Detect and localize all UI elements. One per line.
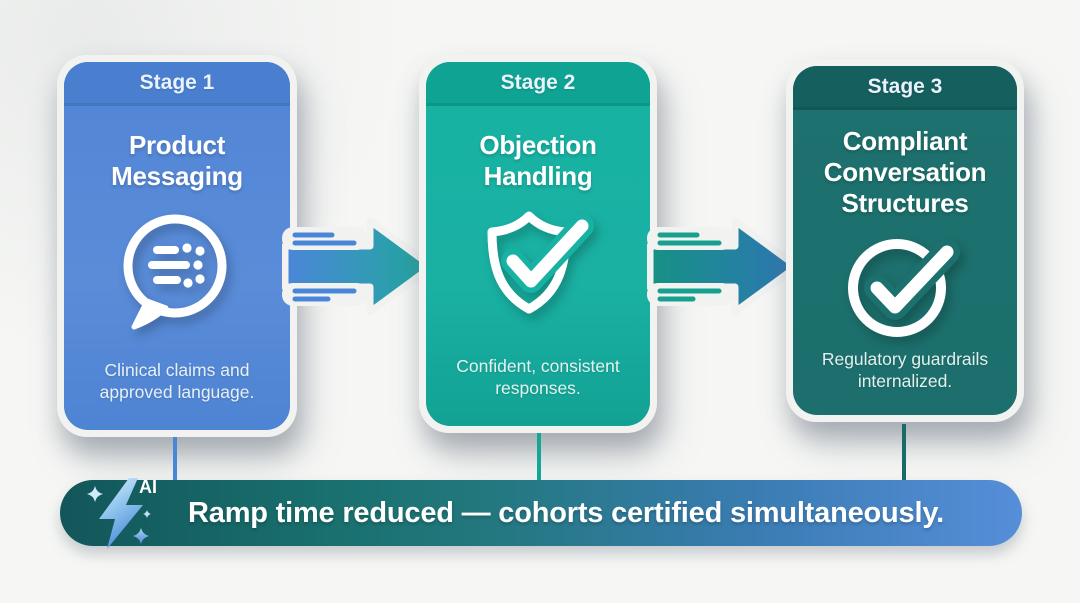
stage-2-label: Stage 2 — [426, 62, 650, 106]
stage-1-description: Clinical claims and approved language. — [99, 359, 255, 403]
stage-3-connector-line — [902, 424, 906, 481]
summary-banner-text: Ramp time reduced — cohorts certified si… — [188, 496, 944, 529]
stage-3-card: Stage 3 Compliant Conversation Structure… — [786, 59, 1024, 422]
ai-lightning-sparkles-icon: AI — [87, 477, 157, 549]
arrow-stage1-to-stage2-icon — [282, 217, 436, 316]
summary-banner: AI Ramp time reduced — cohorts certified… — [60, 477, 1022, 549]
stage-2-title: Objection Handling — [479, 130, 597, 192]
stage-3-label: Stage 3 — [793, 66, 1017, 110]
stage-1-label: Stage 1 — [64, 62, 290, 106]
stage-1-connector-line — [173, 437, 177, 481]
stage-2-connector-line — [537, 433, 541, 481]
circle-check-icon — [848, 238, 960, 337]
stage-3-description: Regulatory guardrails internalized. — [821, 348, 989, 392]
stage-1-title: Product Messaging — [111, 130, 243, 192]
shield-check-icon — [487, 211, 594, 314]
ai-icon-label: AI — [139, 477, 157, 497]
stage-3-title: Compliant Conversation Structures — [823, 126, 987, 219]
arrow-stage2-to-stage3-icon — [647, 217, 801, 316]
stage-2-card: Stage 2 Objection Handling Confident, co… — [419, 55, 657, 433]
chat-bubble-data-icon — [123, 214, 227, 330]
stage-2-description: Confident, consistent responses. — [456, 355, 620, 399]
stage-1-card: Stage 1 Product Messaging Clinic — [57, 55, 297, 437]
